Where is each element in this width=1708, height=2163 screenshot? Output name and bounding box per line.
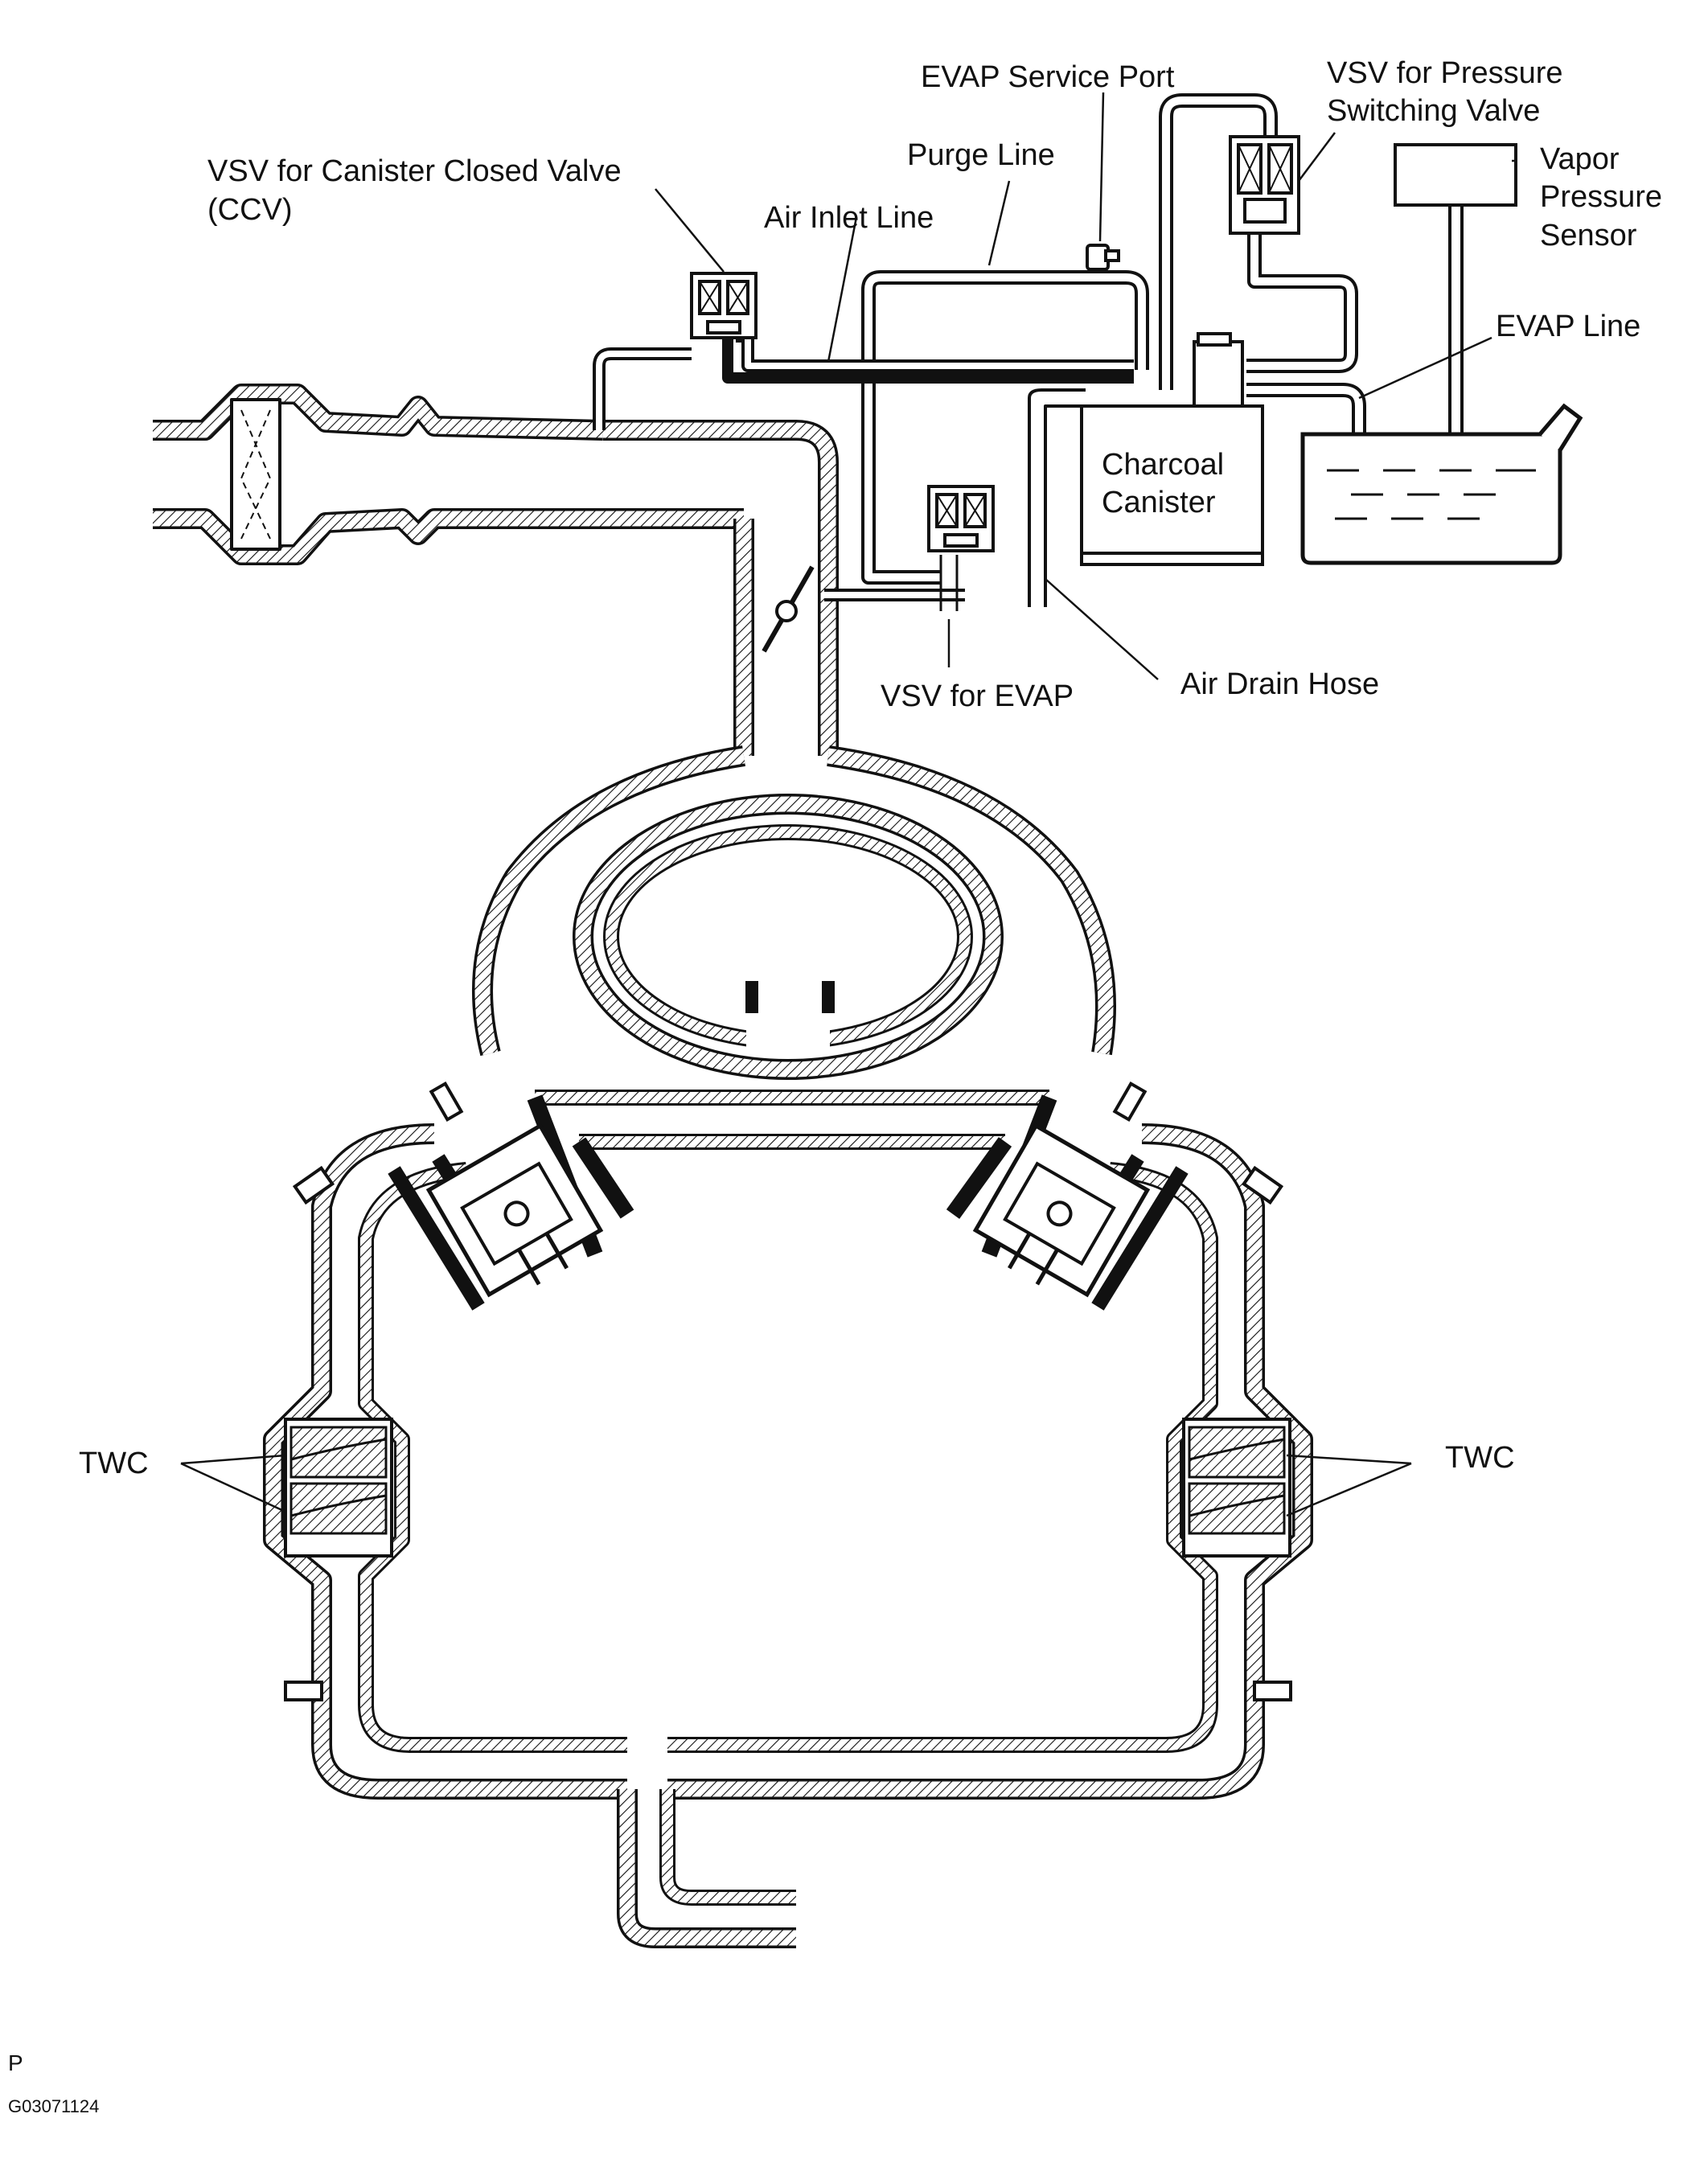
intake-runners: [527, 1090, 1057, 1258]
label-canister-1: Charcoal: [1102, 448, 1224, 482]
twc-left-unit: [284, 1418, 393, 1558]
left-cylinder: [425, 1123, 604, 1298]
evap-service-port: [1086, 244, 1120, 271]
label-vapor-1: Vapor: [1540, 142, 1620, 176]
label-purge-line: Purge Line: [907, 138, 1055, 172]
label-vsv-evap: VSV for EVAP: [881, 679, 1074, 713]
label-vapor-2: Pressure: [1540, 180, 1662, 214]
vsv-ccv: [690, 272, 758, 339]
label-evap-line: EVAP Line: [1496, 310, 1640, 343]
piping: [153, 384, 1313, 1948]
sensors: [284, 1081, 1292, 1701]
charcoal-canister: [1080, 332, 1264, 566]
label-canister-2: Canister: [1102, 486, 1216, 519]
label-air-inlet-line: Air Inlet Line: [764, 201, 934, 235]
label-air-drain-hose: Air Drain Hose: [1180, 667, 1379, 701]
label-evap-service-port: EVAP Service Port: [921, 60, 1175, 94]
twc-right-unit: [1182, 1418, 1291, 1558]
footer-code: G03071124: [8, 2096, 99, 2116]
label-vsv-ccv-1: VSV for Canister Closed Valve: [207, 154, 622, 188]
vsv-pressure-switching: [1229, 135, 1300, 235]
label-vsv-ccv-2: (CCV): [207, 193, 293, 227]
label-twc-right: TWC: [1445, 1441, 1515, 1475]
intake-plenum: [472, 745, 1116, 1080]
intake-riser: [603, 420, 839, 756]
right-exhaust: [667, 1123, 1313, 1800]
leader-lines: [180, 92, 1517, 1517]
fuel-tank: [1300, 403, 1583, 565]
label-vsv-pressure-2: Switching Valve: [1327, 94, 1540, 128]
air-cleaner-duct: [153, 384, 744, 565]
tail-pipe: [617, 1789, 796, 1948]
right-cylinder: [972, 1123, 1151, 1298]
labels: EVAP Service Port VSV for Pressure Switc…: [8, 56, 1662, 2116]
vapor-pressure-sensor: [1394, 143, 1517, 207]
label-vapor-3: Sensor: [1540, 219, 1637, 252]
left-exhaust: [263, 1123, 627, 1800]
footer-p: P: [8, 2050, 23, 2075]
label-twc-left: TWC: [79, 1447, 149, 1480]
label-vsv-pressure-1: VSV for Pressure: [1327, 56, 1563, 90]
vsv-evap: [927, 485, 995, 611]
